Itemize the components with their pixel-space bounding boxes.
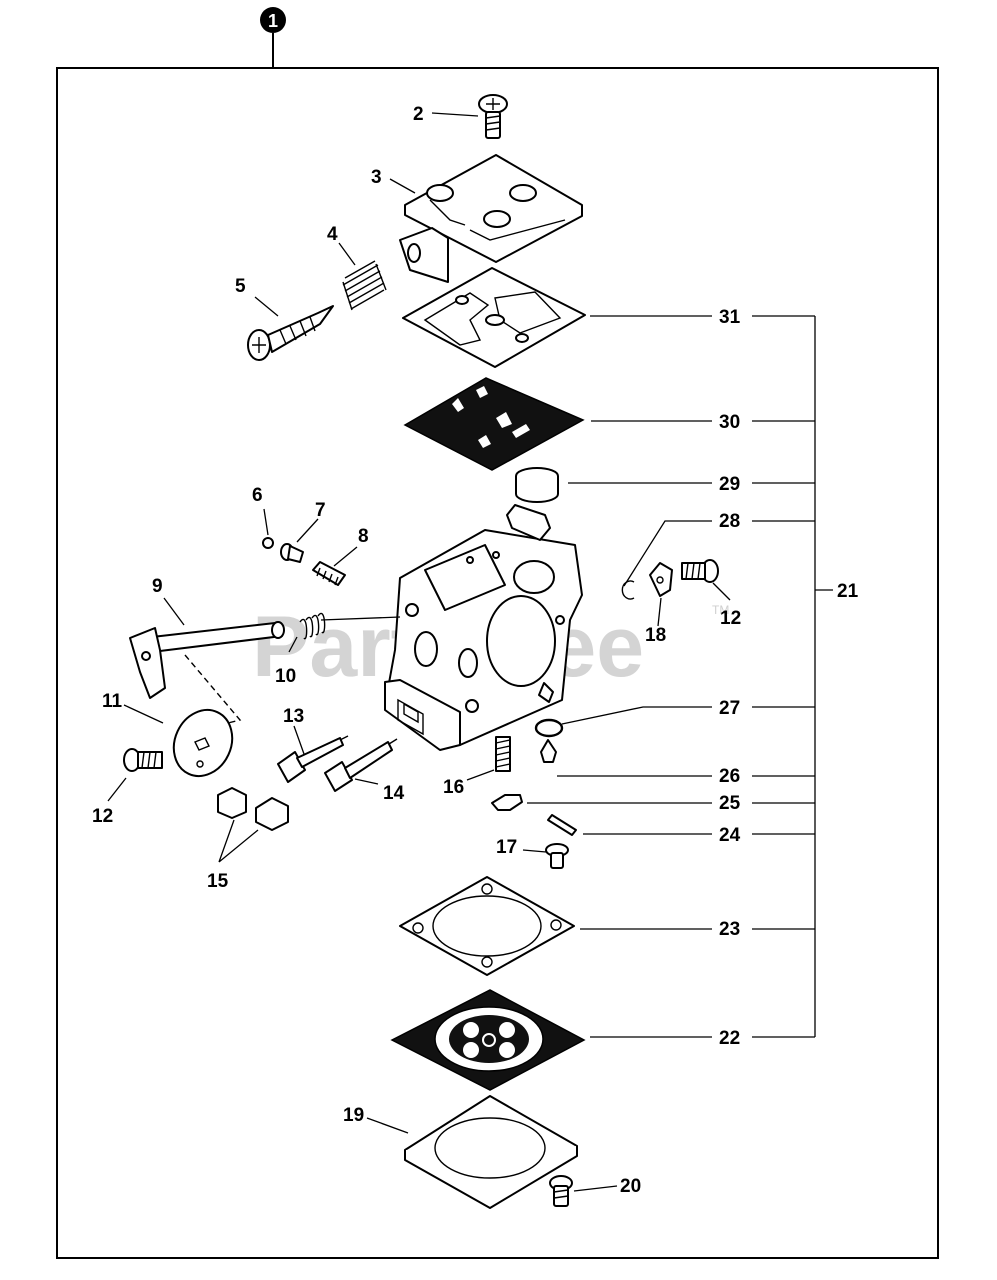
part-15-caps[interactable] bbox=[217, 787, 289, 831]
label-22[interactable]: 22 bbox=[719, 1028, 740, 1049]
label-21[interactable]: 21 bbox=[837, 581, 859, 602]
diagram-frame bbox=[56, 67, 939, 1259]
part-10-spring[interactable] bbox=[299, 612, 326, 640]
label-12-a[interactable]: 12 bbox=[92, 806, 113, 827]
label-24[interactable]: 24 bbox=[719, 825, 741, 846]
label-29[interactable]: 29 bbox=[719, 474, 740, 495]
label-3[interactable]: 3 bbox=[371, 167, 382, 188]
watermark-tm: TM bbox=[712, 603, 729, 617]
part-31-gasket[interactable] bbox=[402, 267, 586, 368]
label-6[interactable]: 6 bbox=[252, 485, 263, 506]
label-9[interactable]: 9 bbox=[152, 576, 163, 597]
part-7-pin[interactable] bbox=[280, 543, 304, 563]
part-24-pin[interactable] bbox=[547, 814, 577, 836]
assembly-number: 1 bbox=[268, 11, 278, 31]
part-29-filter[interactable] bbox=[515, 467, 559, 503]
label-4[interactable]: 4 bbox=[327, 224, 338, 245]
label-2[interactable]: 2 bbox=[413, 104, 424, 125]
label-12-b[interactable]: 12 bbox=[720, 608, 741, 629]
leader-lines bbox=[107, 112, 833, 1192]
label-25[interactable]: 25 bbox=[719, 793, 741, 814]
part-14-needle[interactable] bbox=[324, 738, 398, 792]
label-8[interactable]: 8 bbox=[358, 526, 369, 547]
label-20[interactable]: 20 bbox=[620, 1176, 641, 1197]
label-27[interactable]: 27 bbox=[719, 698, 740, 719]
part-22-diaphragm[interactable] bbox=[390, 989, 586, 1091]
part-3-cover[interactable] bbox=[399, 154, 583, 283]
part-11-throttle-plate[interactable] bbox=[163, 700, 242, 785]
carburetor-body[interactable] bbox=[384, 504, 583, 751]
part-4-spring[interactable] bbox=[342, 260, 387, 311]
label-5[interactable]: 5 bbox=[235, 276, 246, 297]
part-18-lever[interactable] bbox=[649, 562, 673, 597]
part-labels: 2 3 4 5 6 7 8 9 10 11 12 12 13 14 15 16 … bbox=[92, 104, 859, 1197]
label-30[interactable]: 30 bbox=[719, 412, 740, 433]
label-23[interactable]: 23 bbox=[719, 919, 740, 940]
part-25-lever[interactable] bbox=[491, 794, 523, 811]
part-20-screw[interactable] bbox=[549, 1175, 573, 1207]
label-14[interactable]: 14 bbox=[383, 783, 405, 804]
part-2-screw[interactable] bbox=[478, 94, 508, 139]
label-19[interactable]: 19 bbox=[343, 1105, 364, 1126]
part-5-screw[interactable] bbox=[247, 305, 334, 361]
part-8-spring[interactable] bbox=[312, 561, 346, 586]
label-10[interactable]: 10 bbox=[275, 666, 296, 687]
part-17-screw[interactable] bbox=[545, 843, 569, 869]
label-17[interactable]: 17 bbox=[496, 837, 517, 858]
label-16[interactable]: 16 bbox=[443, 777, 464, 798]
part-12-screw-b[interactable] bbox=[681, 559, 719, 583]
label-11[interactable]: 11 bbox=[102, 691, 123, 712]
part-19-cover[interactable] bbox=[404, 1095, 578, 1209]
label-18[interactable]: 18 bbox=[645, 625, 666, 646]
label-7[interactable]: 7 bbox=[315, 500, 326, 521]
part-12-screw-a[interactable] bbox=[123, 748, 163, 772]
part-23-gasket[interactable] bbox=[399, 876, 575, 976]
part-26-needle[interactable] bbox=[540, 739, 557, 763]
assembly-callout[interactable]: 1 bbox=[260, 7, 286, 68]
label-13[interactable]: 13 bbox=[283, 706, 304, 727]
part-13-needle[interactable] bbox=[277, 735, 349, 783]
label-26[interactable]: 26 bbox=[719, 766, 740, 787]
part-28-clip[interactable] bbox=[621, 580, 635, 600]
label-31[interactable]: 31 bbox=[719, 307, 741, 328]
part-16-spring[interactable] bbox=[495, 736, 511, 772]
part-27-o-ring[interactable] bbox=[534, 718, 564, 738]
label-15[interactable]: 15 bbox=[207, 871, 229, 892]
label-28[interactable]: 28 bbox=[719, 511, 740, 532]
part-30-diaphragm[interactable] bbox=[403, 377, 585, 471]
part-9-throttle-shaft[interactable] bbox=[129, 621, 285, 736]
part-6-ball[interactable] bbox=[262, 537, 274, 549]
